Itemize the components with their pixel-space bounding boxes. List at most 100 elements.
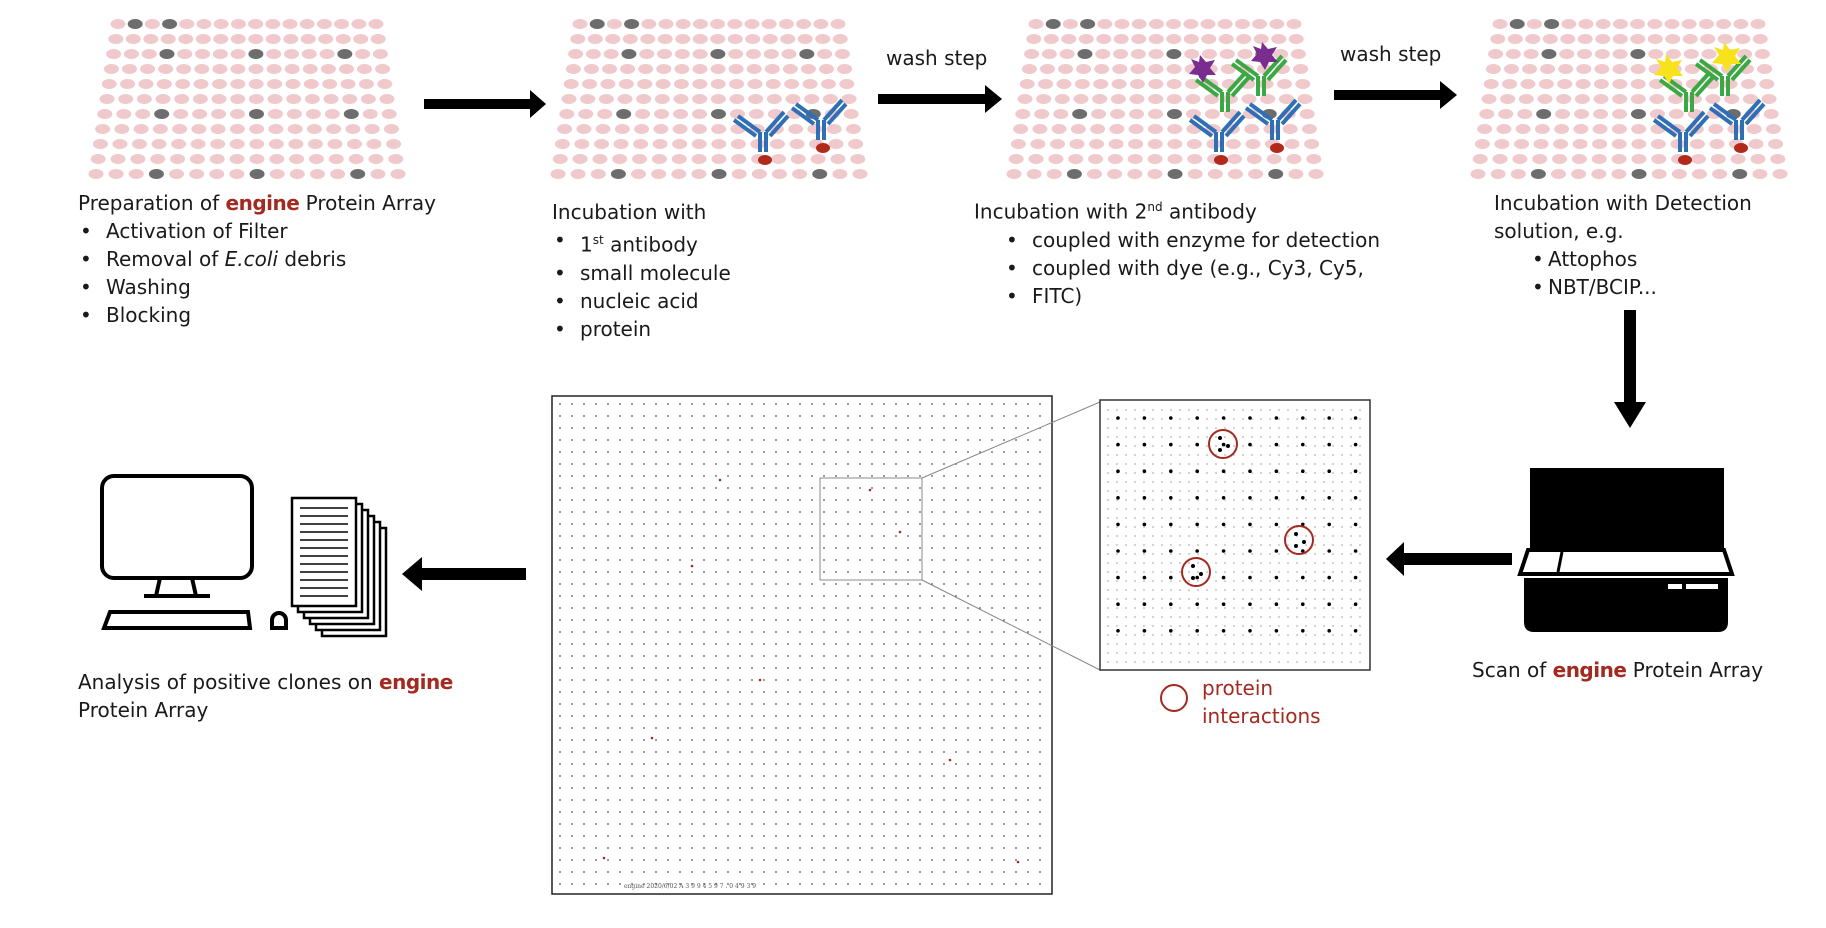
preparation-item: Washing: [78, 273, 436, 301]
array-spot: [675, 19, 691, 29]
background-spot: [1214, 417, 1218, 421]
array-dot: [1003, 499, 1005, 501]
array-spot: [348, 154, 364, 164]
arrow-wash-step-2: [1334, 81, 1457, 109]
background-spot: [1115, 516, 1119, 520]
array-dot: [871, 811, 873, 813]
array-dot: [631, 655, 633, 657]
background-spot: [1214, 525, 1218, 529]
background-spot: [1169, 408, 1173, 412]
array-dot: [991, 751, 993, 753]
array-dot: [691, 763, 693, 765]
array-spot: [299, 19, 315, 29]
array-spot: [1219, 49, 1235, 59]
background-spot: [1268, 552, 1272, 556]
array-spot: [1571, 154, 1587, 164]
array-spot: [622, 34, 638, 44]
background-spot: [1268, 588, 1272, 592]
array-dot: [595, 823, 597, 825]
primary-antibodies: [732, 98, 848, 165]
array-dot: [907, 691, 909, 693]
background-spot: [1106, 471, 1110, 475]
array-dot: [691, 535, 693, 537]
array-spot: [158, 64, 174, 74]
array-dot: [871, 667, 873, 669]
array-dot: [1003, 571, 1005, 573]
array-dot: [751, 595, 753, 597]
background-spot: [1124, 507, 1128, 511]
array-dot: [679, 415, 681, 417]
array-dot: [919, 727, 921, 729]
array-spot: [1225, 139, 1241, 149]
background-spot: [1115, 651, 1119, 655]
background-spot: [1187, 633, 1191, 637]
array-dot: [835, 751, 837, 753]
background-spot: [1304, 498, 1308, 502]
array-spot: [1116, 416, 1120, 420]
background-spot: [1295, 642, 1299, 646]
array-dot: [859, 571, 861, 573]
background-spot: [1178, 552, 1182, 556]
background-spot: [1196, 588, 1200, 592]
background-spot: [1124, 525, 1128, 529]
array-spot: [1526, 19, 1542, 29]
incubation1-item: small molecule: [552, 259, 731, 287]
array-dot: [811, 763, 813, 765]
array-dot: [1039, 799, 1041, 801]
background-spot: [1259, 570, 1263, 574]
background-spot: [1142, 453, 1146, 457]
background-spot: [1322, 579, 1326, 583]
background-spot: [1268, 516, 1272, 520]
array-dot: [751, 619, 753, 621]
array-dot: [607, 679, 609, 681]
positive-spot: [718, 478, 722, 482]
background-spot: [1178, 417, 1182, 421]
array-dot: [691, 523, 693, 525]
background-spot: [1133, 579, 1137, 583]
array-dot: [919, 571, 921, 573]
array-dot: [571, 571, 573, 573]
array-spot: [672, 139, 688, 149]
array-spot: [1612, 34, 1628, 44]
array-spot: [1253, 34, 1269, 44]
background-spot: [1277, 561, 1281, 565]
background-spot: [1295, 570, 1299, 574]
array-dot: [979, 619, 981, 621]
background-spot: [1115, 570, 1119, 574]
array-dot: [811, 499, 813, 501]
array-dot: [1039, 871, 1041, 873]
array-dot: [991, 511, 993, 513]
array-dot: [895, 835, 897, 837]
array-spot: [358, 79, 374, 89]
background-spot: [1313, 606, 1317, 610]
array-spot: [125, 34, 141, 44]
background-spot: [1358, 417, 1362, 421]
background-spot: [1223, 408, 1227, 412]
background-spot: [1232, 561, 1236, 565]
array-dot: [823, 475, 825, 477]
array-dot: [979, 631, 981, 633]
background-spot: [1313, 651, 1317, 655]
array-dot: [751, 547, 753, 549]
array-spot: [1147, 154, 1163, 164]
background-spot: [1106, 453, 1110, 457]
array-spot: [1631, 139, 1647, 149]
array-dot: [955, 475, 957, 477]
array-spot: [799, 49, 815, 59]
array-dot: [883, 547, 885, 549]
background-spot: [1250, 453, 1254, 457]
interaction-circle: [1284, 525, 1314, 555]
array-dot: [691, 511, 693, 513]
array-dot: [595, 655, 597, 657]
array-spot: [1682, 34, 1698, 44]
background-spot: [1178, 525, 1182, 529]
array-spot: [1709, 139, 1725, 149]
array-spot: [1107, 154, 1123, 164]
array-dot: [703, 679, 705, 681]
array-dot: [991, 739, 993, 741]
array-dot: [931, 439, 933, 441]
array-spot: [1470, 169, 1486, 179]
background-spot: [1286, 507, 1290, 511]
array-dot: [703, 547, 705, 549]
array-spot: [213, 19, 229, 29]
